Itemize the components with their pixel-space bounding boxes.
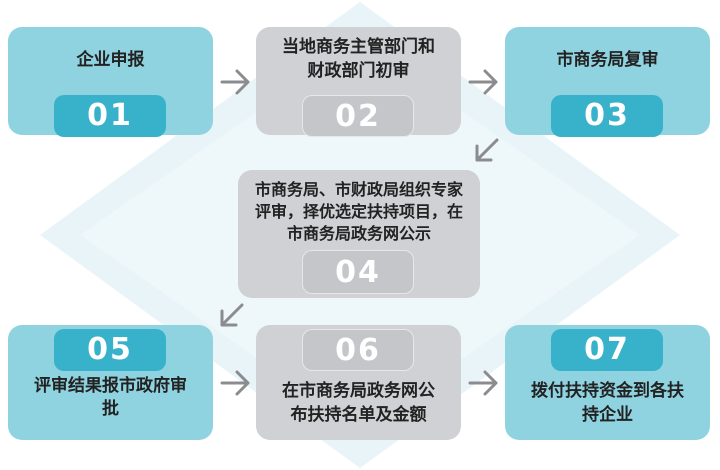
arrow-down-left-icon xyxy=(220,303,244,327)
step-07-label-line2: 持企业 xyxy=(582,405,633,425)
step-04-label-line3: 市商务局政务网公示 xyxy=(286,224,431,243)
step-03-number: 03 xyxy=(551,95,663,137)
arrow-down-left-icon xyxy=(475,138,499,162)
arrow-right-icon xyxy=(468,370,498,396)
step-05-label-line2: 批 xyxy=(102,399,119,419)
step-06-label-line2: 布扶持名单及金额 xyxy=(290,405,427,425)
step-01-box: 企业申报 01 xyxy=(8,27,213,137)
arrow-right-icon xyxy=(220,69,250,95)
step-06-label-line1: 在市商务局政务网公 xyxy=(282,381,435,401)
step-04-number: 04 xyxy=(302,250,414,294)
step-01-number: 01 xyxy=(54,95,166,137)
step-04-label-line1: 市商务局、市财政局组织专家 xyxy=(254,180,463,199)
step-02-label-line1: 当地商务主管部门和 xyxy=(282,37,435,57)
step-06-box: 06 在市商务局政务网公 布扶持名单及金额 xyxy=(256,325,461,440)
step-05-number: 05 xyxy=(54,329,166,371)
arrow-right-icon xyxy=(468,69,498,95)
step-02-box: 当地商务主管部门和 财政部门初审 02 xyxy=(256,27,461,137)
step-07-label-line1: 拨付扶持资金到各扶 xyxy=(531,381,684,401)
step-07-number: 07 xyxy=(551,329,663,371)
step-04-box: 市商务局、市财政局组织专家 评审，择优选定扶持项目，在 市商务局政务网公示 04 xyxy=(238,170,480,298)
step-05-label-line1: 评审结果报市政府审 xyxy=(34,376,187,396)
step-02-number: 02 xyxy=(302,95,414,137)
step-07-box: 07 拨付扶持资金到各扶 持企业 xyxy=(505,325,710,440)
step-04-label-line2: 评审，择优选定扶持项目，在 xyxy=(254,202,463,221)
step-05-box: 05 评审结果报市政府审 批 xyxy=(8,325,213,440)
step-01-label: 企业申报 xyxy=(76,50,145,70)
step-06-number: 06 xyxy=(302,329,414,371)
step-02-label-line2: 财政部门初审 xyxy=(307,61,410,81)
arrow-right-icon xyxy=(220,370,250,396)
step-03-box: 市商务局复审 03 xyxy=(505,27,710,137)
step-03-label: 市商务局复审 xyxy=(556,50,659,70)
